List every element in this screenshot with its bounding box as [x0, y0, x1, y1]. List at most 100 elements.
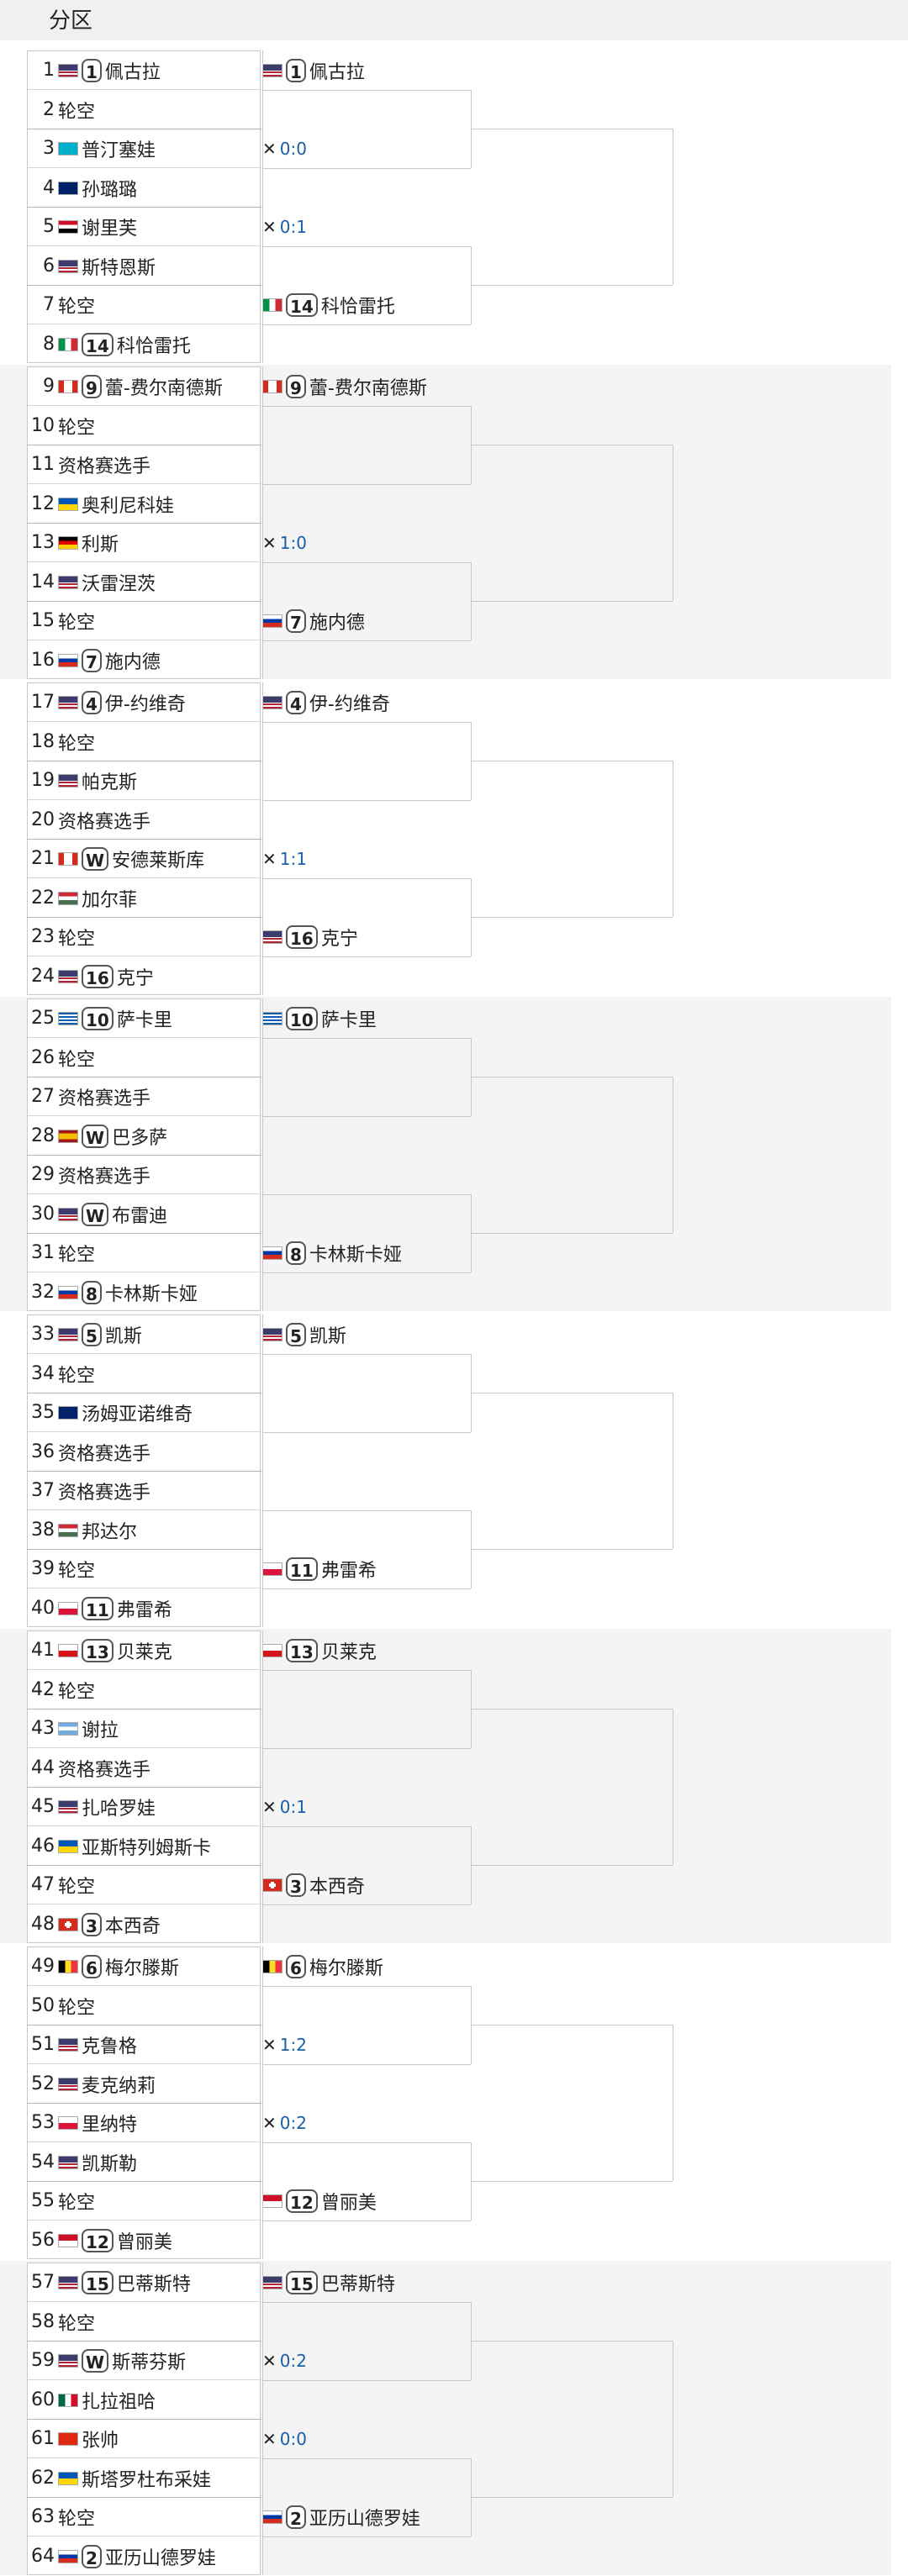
player-entry: 谢里芙 [58, 208, 137, 246]
score-link[interactable]: ✕1:0 [262, 533, 307, 553]
player-entry: 加尔菲 [58, 879, 137, 918]
score-link[interactable]: ✕0:2 [262, 2351, 307, 2371]
score-link[interactable]: ✕1:2 [262, 2035, 307, 2055]
score-link[interactable]: ✕0:0 [262, 139, 307, 159]
match-score[interactable]: ✕1:0 [262, 524, 307, 562]
score-value: 1:2 [279, 2035, 307, 2055]
match-score[interactable]: ✕1:2 [262, 2026, 307, 2064]
draw-row[interactable]: 13 利斯 [28, 524, 261, 562]
draw-position: 37 [31, 1480, 55, 1501]
bracket-connector [262, 1630, 263, 1787]
score-link[interactable]: ✕0:1 [262, 217, 307, 237]
player-entry: 轮空 [58, 723, 95, 761]
player-entry: 轮空 [58, 1671, 95, 1709]
match-score[interactable]: ✕0:2 [262, 2342, 307, 2380]
player-entry: 轮空 [58, 407, 95, 445]
score-link[interactable]: ✕0:2 [262, 2113, 307, 2133]
match-score[interactable]: ✕0:0 [262, 129, 307, 168]
match-score[interactable]: ✕1:1 [262, 840, 307, 878]
bracket-connector [471, 2025, 673, 2026]
player-entry: 沃雷涅茨 [58, 563, 156, 602]
match-score[interactable]: ✕0:1 [262, 1788, 307, 1826]
score-value: 0:0 [279, 2429, 307, 2449]
draw-position: 62 [31, 2467, 55, 2489]
match-score[interactable]: ✕0:1 [262, 208, 307, 246]
match-score[interactable]: ✕0:2 [262, 2104, 307, 2142]
score-link[interactable]: ✕0:0 [262, 2429, 307, 2449]
draw-position: 13 [31, 532, 55, 553]
match-score[interactable]: ✕0:0 [262, 2420, 307, 2458]
seed-badge: 15 [82, 2271, 114, 2294]
score-link[interactable]: ✕1:1 [262, 849, 307, 869]
player-name: 利斯 [82, 535, 119, 556]
score-link[interactable]: ✕0:1 [262, 1797, 307, 1817]
player-name: 轮空 [58, 1997, 96, 2019]
